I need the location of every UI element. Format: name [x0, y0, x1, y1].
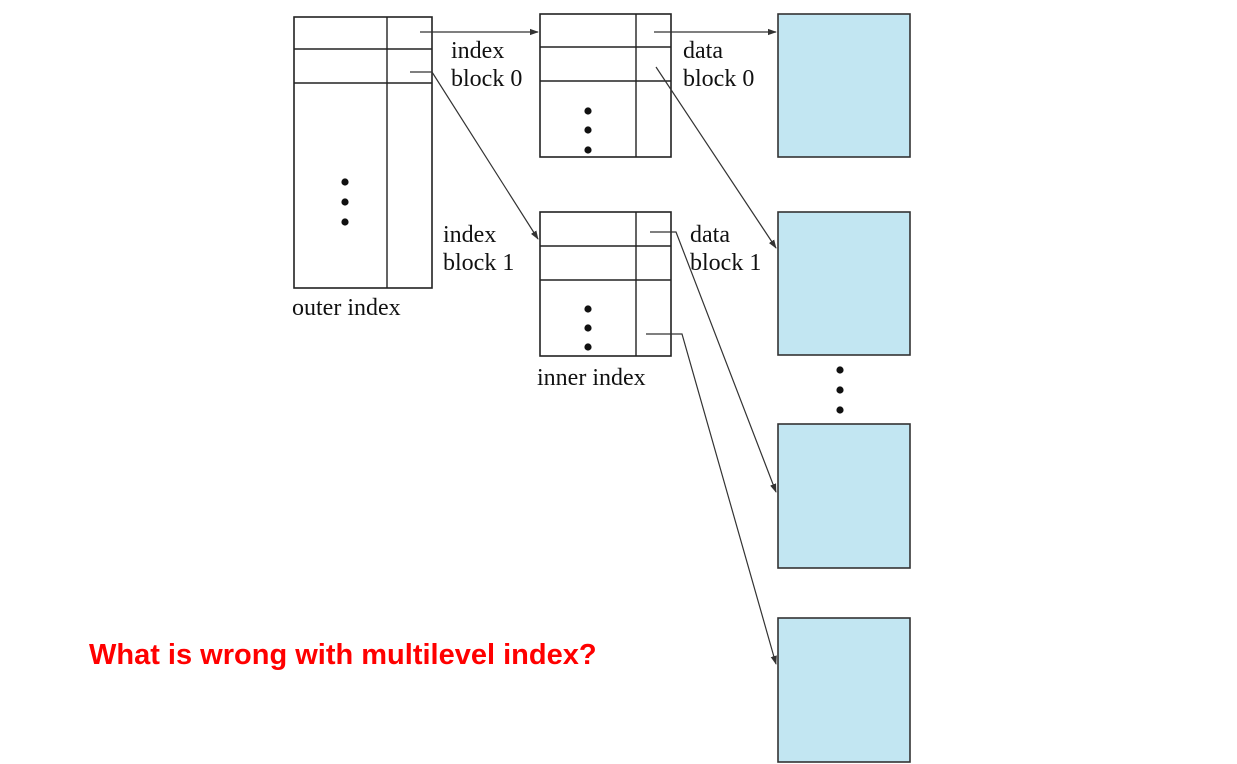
index-block-0-label-line2: block 0	[451, 66, 522, 92]
outer-index-ellipsis	[341, 178, 349, 226]
data-block-0-label-line2: block 0	[683, 66, 754, 92]
pointer-outer-to-index-block-1	[410, 71, 539, 240]
data-block-0-label-line1: data	[683, 38, 723, 64]
data-block-1-label-line1: data	[690, 222, 730, 248]
index-block-0-ellipsis	[584, 107, 592, 154]
index-block-1-label-line2: block 1	[443, 250, 514, 276]
data-block-2	[777, 423, 911, 569]
outer-index-block	[293, 16, 433, 289]
index-block-0-label-line1: index	[451, 38, 504, 64]
pointer-index-block-0-to-data-block-1	[655, 66, 777, 249]
data-blocks-ellipsis	[836, 366, 844, 414]
index-block-1	[539, 211, 672, 357]
pointer-index-block-1-to-data-block-2	[650, 231, 777, 493]
question-text: What is wrong with multilevel index?	[89, 639, 597, 671]
index-block-0	[539, 13, 672, 158]
data-block-1	[777, 211, 911, 356]
pointer-index-block-1-to-data-block-3	[646, 333, 777, 665]
data-block-3	[777, 617, 911, 763]
index-block-1-ellipsis	[584, 305, 592, 351]
index-block-1-label-line1: index	[443, 222, 496, 248]
data-block-0	[777, 13, 911, 158]
data-block-1-label-line2: block 1	[690, 250, 761, 276]
outer-index-label: outer index	[292, 295, 401, 321]
inner-index-label: inner index	[537, 365, 646, 391]
